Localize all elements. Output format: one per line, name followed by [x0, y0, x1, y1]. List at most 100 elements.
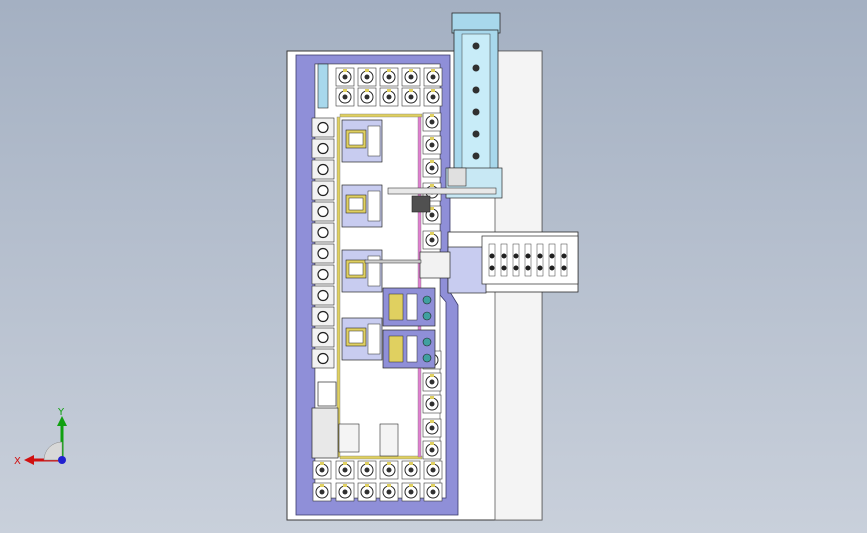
tray-pin	[537, 253, 543, 259]
conveyor-hole	[472, 152, 480, 160]
nozzle-core	[429, 401, 435, 407]
nozzle-core	[364, 74, 370, 80]
nozzle-core	[386, 74, 392, 80]
side-fixture-bore	[317, 163, 329, 176]
nozzle-core	[430, 74, 436, 80]
tray-pin	[489, 253, 495, 259]
nozzle-core	[430, 467, 436, 473]
side-fixture-bore	[317, 205, 329, 218]
cable-tray	[387, 187, 497, 195]
nozzle-core	[429, 212, 435, 218]
nozzle-tab	[430, 396, 434, 399]
nozzle-core	[408, 467, 414, 473]
tray-slot	[500, 243, 508, 277]
tray-pin	[537, 265, 543, 271]
dispense-tip	[422, 337, 432, 347]
nozzle-tab	[409, 462, 413, 465]
conveyor-hole	[472, 108, 480, 116]
conveyor-hole	[472, 86, 480, 94]
nozzle-core	[408, 94, 414, 100]
side-fixture-bore	[317, 268, 329, 281]
nozzle-tab	[430, 184, 434, 187]
nozzle-tab	[365, 462, 369, 465]
tray-slot	[548, 243, 556, 277]
side-fixture-bore	[317, 331, 329, 344]
nozzle-tab	[365, 89, 369, 92]
nozzle-tab	[430, 420, 434, 423]
nozzle-tab	[430, 137, 434, 140]
tray-slot	[512, 243, 520, 277]
nozzle-tab	[430, 114, 434, 117]
side-fixture-bore	[317, 352, 329, 365]
nozzle-core	[429, 425, 435, 431]
rail-left	[336, 116, 341, 458]
rail-top	[339, 113, 423, 118]
nozzle-tab	[430, 207, 434, 210]
nozzle-tab	[430, 442, 434, 445]
tray-pin	[549, 253, 555, 259]
nozzle-tab	[343, 69, 347, 72]
nozzle-tab	[431, 89, 435, 92]
press-cylinder	[367, 255, 381, 287]
press-stations	[341, 119, 383, 361]
tray-pin	[561, 253, 567, 259]
nozzle-tab	[320, 484, 324, 487]
bottom-fixture-a	[338, 423, 360, 453]
conveyor-hole	[472, 130, 480, 138]
conveyor-motor	[447, 167, 467, 187]
rail-right	[417, 116, 422, 458]
tray-pin	[501, 253, 507, 259]
x-axis-head	[24, 455, 34, 465]
press-die-cavity	[348, 262, 364, 276]
top-nozzle-row	[335, 67, 443, 107]
nozzle-tab	[430, 160, 434, 163]
tray-pin	[513, 265, 519, 271]
nozzle-core	[408, 489, 414, 495]
side-fixture-bore	[317, 226, 329, 239]
bottom-fixture-b	[379, 423, 399, 457]
gripper-head	[419, 251, 451, 279]
nozzle-tab	[387, 484, 391, 487]
y-axis-label: Y	[57, 408, 65, 418]
press-cylinder	[367, 323, 381, 355]
nozzle-core	[429, 119, 435, 125]
side-fixture-bore	[317, 184, 329, 197]
nozzle-core	[342, 467, 348, 473]
conveyor-hole	[472, 64, 480, 72]
left-fixture-column	[311, 63, 335, 369]
nozzle-core	[429, 165, 435, 171]
tray-slot	[536, 243, 544, 277]
nozzle-core	[364, 94, 370, 100]
nozzle-core	[386, 94, 392, 100]
bottom-nozzle-row	[312, 460, 443, 502]
transfer-carriage	[447, 246, 487, 294]
rail-bottom	[339, 455, 423, 460]
nozzle-tab	[409, 69, 413, 72]
nozzle-tab	[320, 462, 324, 465]
dispense-tip	[422, 311, 432, 321]
nozzle-core	[364, 467, 370, 473]
side-tray-slots	[488, 243, 568, 277]
tray-slot	[524, 243, 532, 277]
tray-pin	[525, 253, 531, 259]
nozzle-core	[319, 467, 325, 473]
x-axis-label: X	[14, 456, 21, 467]
tray-pin	[561, 265, 567, 271]
valve-top	[317, 381, 337, 407]
press-die-cavity	[348, 197, 364, 211]
dispense-cartridge	[388, 335, 404, 363]
dispense-valve	[406, 335, 418, 363]
valve-block	[311, 407, 339, 459]
dispense-tip	[422, 295, 432, 305]
nozzle-tab	[387, 89, 391, 92]
conveyor-hole	[472, 42, 480, 50]
conveyor-holes	[472, 42, 480, 160]
nozzle-core	[430, 94, 436, 100]
tray-pin	[525, 265, 531, 271]
nozzle-core	[408, 74, 414, 80]
nozzle-tab	[365, 484, 369, 487]
nozzle-tab	[430, 232, 434, 235]
nozzle-core	[430, 489, 436, 495]
